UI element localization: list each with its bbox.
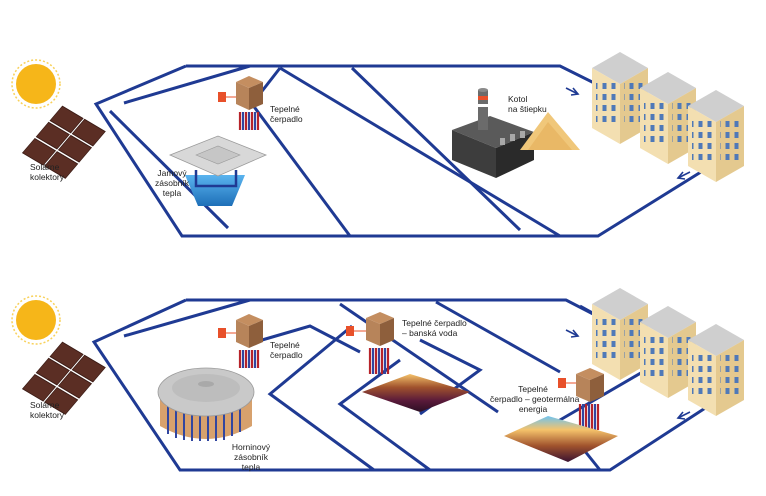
top-pipe-network [93, 64, 737, 238]
geothermal-heat-pump-icon [504, 368, 618, 462]
mine-water-heat-pump-icon [346, 312, 470, 412]
geothermal-heat-pump-label: Tepelné čerpadlo – geotermálna energia [490, 384, 580, 414]
top-pit-storage-label: Jamový zásobník tepla [154, 168, 190, 198]
top-solar-collectors-icon [21, 105, 106, 179]
top-heat-pump-icon [218, 76, 263, 130]
bottom-heat-pump-icon [218, 314, 263, 368]
bottom-heat-pump-label: Tepelné čerpadlo [270, 340, 303, 360]
rock-storage-label: Horninový zásobník tepla [231, 442, 271, 472]
bottom-sun-icon [11, 295, 61, 345]
bottom-panel [11, 288, 744, 472]
top-pit-storage-icon [168, 135, 268, 206]
bottom-solar-collectors-icon [21, 341, 106, 415]
top-panel [11, 52, 744, 238]
bottom-apartment-buildings-icon [592, 288, 744, 416]
top-flow-arrows [565, 87, 691, 180]
bottom-rock-storage-icon [157, 367, 255, 441]
top-heat-pump-label: Tepelné čerpadlo [270, 104, 303, 124]
bottom-solar-collectors-label: Solárne kolektory [30, 400, 65, 420]
boiler-label: Kotol na štiepku [508, 94, 547, 114]
mine-water-heat-pump-label: Tepelné čerpadlo – banská voda [402, 318, 467, 338]
top-solar-collectors-label: Solárne kolektory [30, 162, 65, 182]
top-boiler-plant-icon [452, 88, 580, 178]
bottom-flow-arrows [565, 329, 691, 420]
top-apartment-buildings-icon [592, 52, 744, 182]
top-sun-icon [11, 59, 61, 109]
